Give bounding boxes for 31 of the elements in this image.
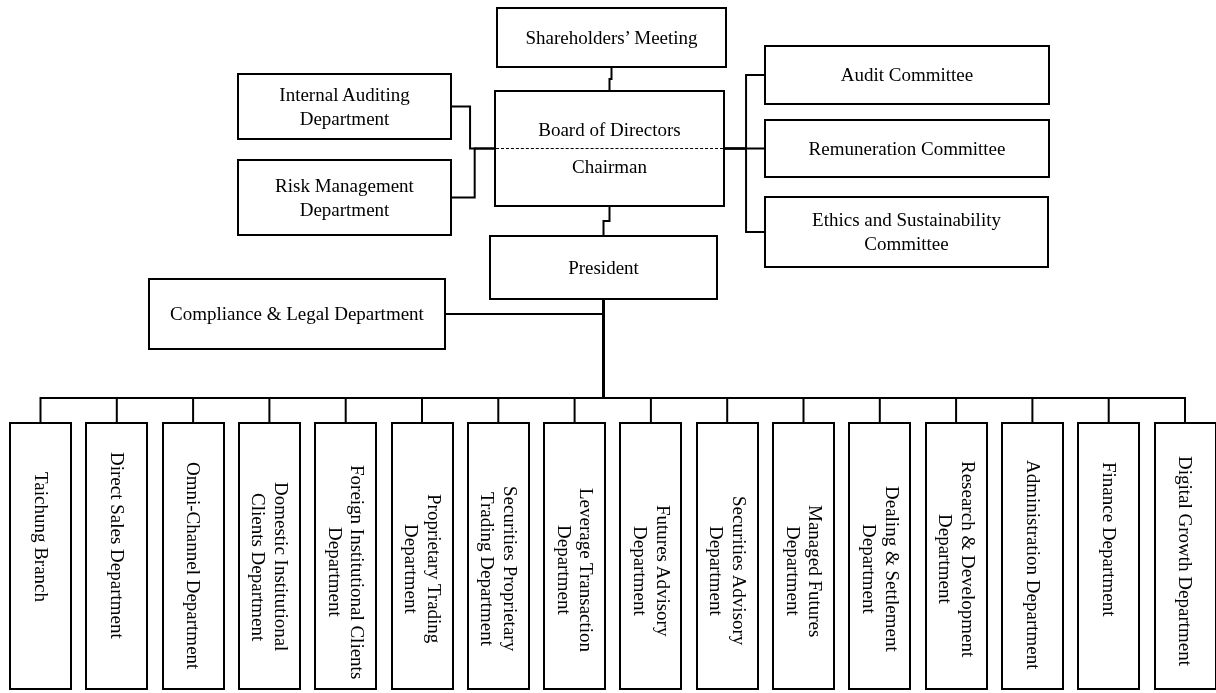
department-box: Managed Futures Department (772, 422, 835, 690)
org-box: Ethics and Sustainability Committee (764, 196, 1049, 268)
department-box: Futures Advisory Department (619, 422, 683, 690)
department-box: Proprietary Trading Department (390, 422, 454, 690)
org-box: Audit Committee (764, 45, 1050, 105)
department-box: Securities Advisory Department (695, 422, 759, 690)
connector-line (602, 206, 611, 236)
connector-line (724, 147, 765, 233)
department-box: Administration Department (1000, 422, 1064, 690)
department-box: Digital Growth Department (1153, 422, 1216, 690)
department-box: Finance Department (1077, 422, 1141, 690)
department-box: Dealing & Settlement Department (848, 422, 912, 690)
department-box: Omni-Channel Department (161, 422, 225, 690)
org-box: Risk Management Department (237, 159, 452, 236)
department-box: Direct Sales Department (85, 422, 149, 690)
org-box: Internal Auditing Department (237, 73, 452, 140)
department-box: Leverage Transaction Department (543, 422, 607, 690)
department-box: Securities Proprietary Trading Department (466, 422, 530, 690)
org-box: Shareholders’ Meeting (496, 7, 727, 68)
org-box (494, 90, 725, 207)
org-box: President (489, 235, 718, 300)
department-box: Domestic Institutional Clients Department (237, 422, 301, 690)
department-box: Foreign Institutional Clients Department (314, 422, 378, 690)
connector-line (451, 147, 495, 199)
connector-line (608, 67, 613, 91)
department-box: Taichung Branch (9, 422, 72, 690)
org-box: Remuneration Committee (764, 119, 1050, 178)
box-label: Chairman (572, 155, 647, 179)
department-box: Research & Development Department (924, 422, 988, 690)
box-label: Board of Directors (538, 118, 681, 142)
org-box: Compliance & Legal Department (148, 278, 446, 350)
